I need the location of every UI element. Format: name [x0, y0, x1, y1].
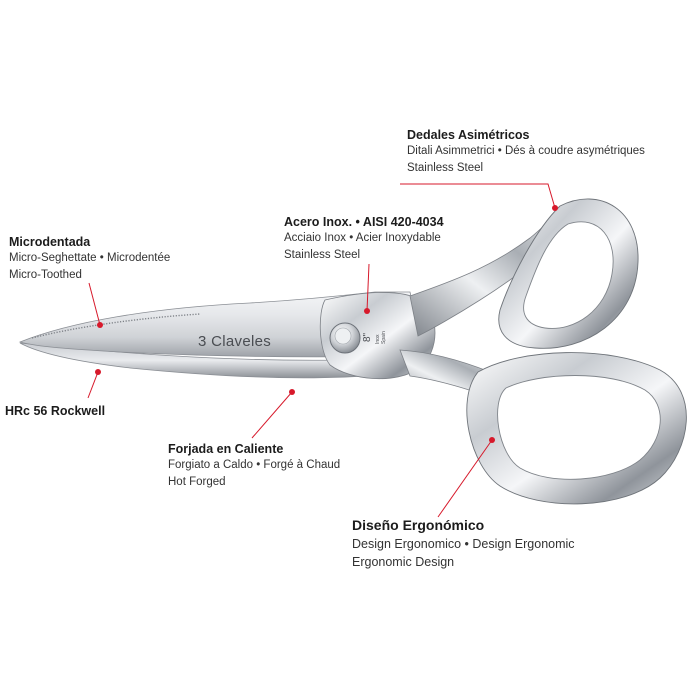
- leader-microdentada: [88, 282, 103, 328]
- callout-acero-line1: Acciaio Inox • Acier Inoxydable: [284, 232, 441, 244]
- leader-diseno: [437, 437, 495, 518]
- leader-forjada: [251, 389, 295, 439]
- callout-forjada: Forjada en Caliente Forgiato a Caldo • F…: [168, 441, 340, 491]
- pivot-screw-inner: [334, 327, 352, 345]
- callout-forjada-title: Forjada en Caliente: [168, 442, 284, 456]
- callout-diseno-line2: Ergonomic Design: [352, 555, 455, 569]
- callout-diseno: Diseño Ergonómico Design Ergonomico • De…: [352, 516, 575, 571]
- callout-dedales-line2: Stainless Steel: [407, 162, 484, 174]
- leader-hrc: [87, 369, 101, 399]
- size-mark: 8": [362, 332, 373, 342]
- callout-diseno-line1: Design Ergonomico • Design Ergonomic: [352, 537, 575, 551]
- callout-hrc-title: HRc 56 Rockwell: [5, 404, 106, 418]
- lower-ring-hole: [497, 375, 661, 480]
- callout-diseno-title: Diseño Ergonómico: [352, 517, 485, 533]
- callout-forjada-line2: Hot Forged: [168, 476, 226, 488]
- callout-acero: Acero Inox. • AISI 420-4034 Acciaio Inox…: [284, 214, 444, 264]
- callout-dedales-line1: Ditali Asimmetrici • Dés à coudre asymét…: [407, 145, 645, 157]
- stamp-inox: Inox: [375, 334, 381, 344]
- callout-microdentada-title: Microdentada: [9, 235, 91, 249]
- callout-hrc: HRc 56 Rockwell: [5, 403, 105, 419]
- leader-dedales: [400, 183, 558, 211]
- brand-engraving: 3 Claveles: [198, 333, 271, 350]
- callout-microdentada-line1: Micro-Seghettate • Microdentée: [9, 252, 171, 264]
- stamp-spain: Spain: [381, 331, 387, 344]
- callout-microdentada-line2: Micro-Toothed: [9, 269, 82, 281]
- callout-dedales: Dedales Asimétricos Ditali Asimmetrici •…: [407, 127, 645, 177]
- serrated-edge: [31, 313, 201, 339]
- callout-acero-line2: Stainless Steel: [284, 249, 361, 261]
- callout-acero-title: Acero Inox. • AISI 420-4034: [284, 215, 444, 229]
- callout-forjada-line1: Forgiato a Caldo • Forgé à Chaud: [168, 459, 341, 471]
- callout-microdentada: Microdentada Micro-Seghettate • Microden…: [9, 234, 170, 284]
- upper-ring-hole: [523, 221, 614, 329]
- callout-dedales-title: Dedales Asimétricos: [407, 128, 530, 142]
- leader-acero: [364, 263, 370, 314]
